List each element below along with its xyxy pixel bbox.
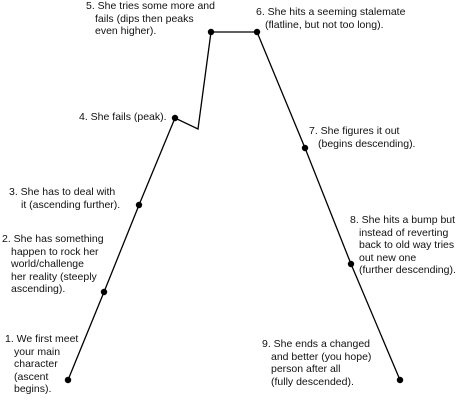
stage-1-line: begins). — [14, 383, 52, 395]
stage-6-line: 6. She hits a seeming stalemate — [256, 6, 406, 18]
stage-7-marker — [301, 144, 309, 152]
stage-1-line: your main — [14, 345, 61, 358]
arc-path — [67, 31, 401, 381]
stage-2-line: 2. She has something — [2, 233, 104, 245]
stage-5-label: 5. She tries some more and fails (dips t… — [86, 0, 215, 38]
stage-1-line: character — [14, 358, 58, 370]
stage-2-line: happen to rock her — [11, 245, 99, 258]
stage-5-line: 5. She tries some more and — [86, 0, 215, 12]
stage-8-line: instead of reverting — [359, 226, 449, 239]
stage-9-line: (fully descended). — [271, 375, 354, 388]
stage-9-line: 9. She ends a changed — [262, 338, 371, 350]
stage-4-label: 4. She fails (peak). — [79, 111, 167, 124]
stage-7-label: 7. She figures it out (begins descending… — [309, 125, 415, 150]
stage-2-marker — [100, 288, 108, 296]
stage-3-line: it (ascending further). — [21, 198, 121, 211]
stage-8-marker — [347, 260, 355, 268]
stage-9-marker — [396, 376, 404, 384]
stage-1-line: (ascent — [14, 370, 49, 383]
stage-6-line: (flatline, but not too long). — [265, 18, 384, 31]
stage-8-line: (further descending). — [359, 264, 456, 276]
stage-1-marker — [64, 376, 72, 384]
stage-8-line: out new one — [359, 251, 417, 264]
stage-7-line: (begins descending). — [318, 137, 416, 150]
stage-1-line: 1. We first meet — [5, 333, 79, 345]
stage-9-line: and better (you hope) — [271, 350, 372, 363]
stage-4-marker — [171, 114, 179, 122]
stage-2-line: world/challenge — [11, 258, 84, 270]
stage-4-line: 4. She fails (peak). — [79, 111, 167, 123]
stage-5-line: fails (dips then peaks — [95, 12, 194, 25]
stage-2-label: 2. She has something happen to rock her … — [2, 233, 104, 296]
stage-8-label: 8. She hits a bump but instead of revert… — [350, 214, 456, 277]
stage-9-line: person after all — [271, 363, 341, 375]
stage-3-label: 3. She has to deal with it (ascending fu… — [9, 186, 120, 211]
stage-2-line: her reality (steeply — [11, 270, 97, 283]
stage-8-line: back to old way tries — [359, 239, 455, 251]
stage-3-line: 3. She has to deal with — [9, 186, 116, 198]
stage-9-label: 9. She ends a changed and better (you ho… — [262, 338, 371, 388]
stage-3-marker — [135, 201, 143, 209]
stage-2-line: ascending). — [11, 283, 66, 295]
stage-7-line: 7. She figures it out — [309, 125, 400, 137]
stage-5-line: even higher). — [95, 25, 157, 37]
stage-6-marker — [253, 28, 261, 36]
stage-5-marker — [207, 28, 215, 36]
stage-1-label: 1. We first meet your main character (as… — [5, 333, 78, 396]
stage-8-line: 8. She hits a bump but — [350, 214, 456, 226]
stage-6-label: 6. She hits a seeming stalemate (flatlin… — [256, 6, 405, 31]
